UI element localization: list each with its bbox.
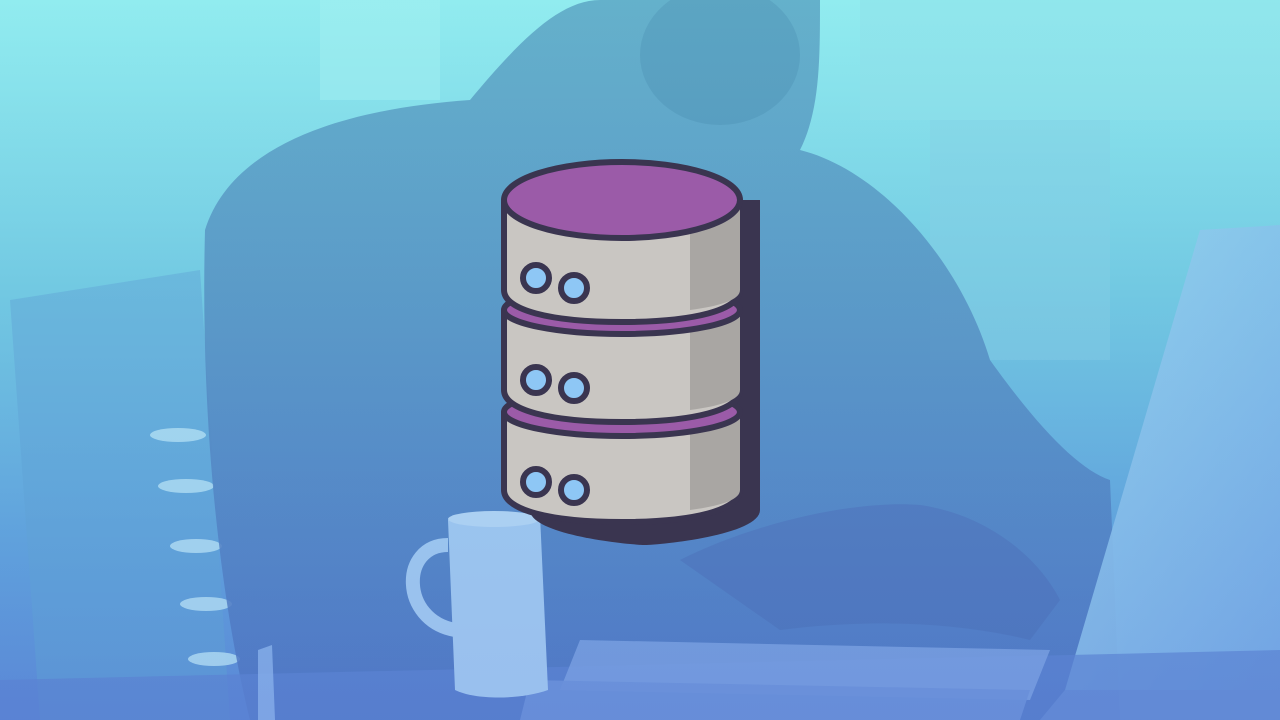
- database-icon: [490, 150, 780, 550]
- database-disk-top: [501, 159, 743, 325]
- coffee-mug: [405, 511, 548, 698]
- chair-buttons: [150, 428, 240, 666]
